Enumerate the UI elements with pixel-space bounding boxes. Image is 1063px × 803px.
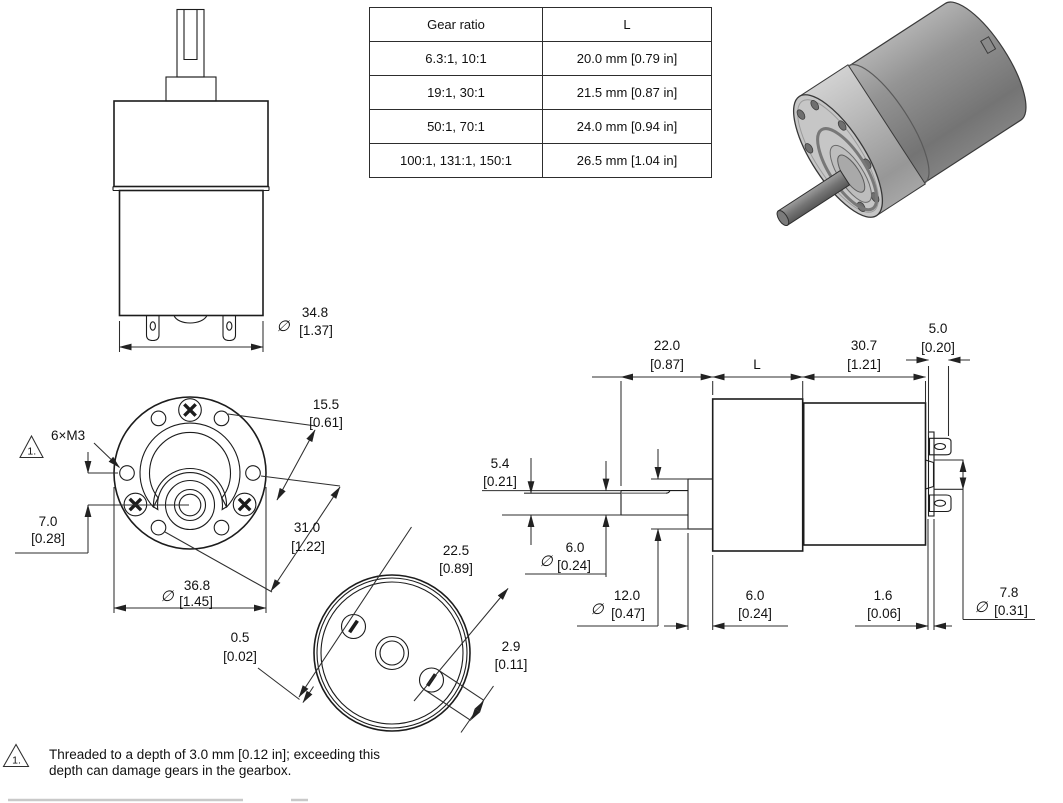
dim-dia12-0-symbol: ∅ bbox=[590, 601, 604, 618]
side-elevation-view: ∅ 34.8 [1.37] bbox=[112, 8, 333, 352]
cell-length: 20.0 mm [0.79 in] bbox=[542, 41, 712, 76]
dim-7-0-mm: 7.0 bbox=[39, 514, 58, 529]
dim-5-0-inch: [0.20] bbox=[921, 340, 955, 355]
dim-dia34-8-mm: 34.8 bbox=[302, 305, 328, 320]
table-row: 100:1, 131:1, 150:1 26.5 mm [1.04 in] bbox=[369, 143, 712, 178]
dim-dia6-0-mm: 6.0 bbox=[566, 540, 585, 555]
dim-22-5-inch: [0.89] bbox=[439, 561, 473, 576]
dim-dia36-8-symbol: ∅ bbox=[160, 588, 174, 605]
dim-30-7-mm: 30.7 bbox=[851, 338, 877, 353]
rear-screw-holes bbox=[340, 613, 445, 693]
dim-0-5-inch: [0.02] bbox=[223, 649, 257, 664]
cell-gear-ratio: 6.3:1, 10:1 bbox=[369, 41, 543, 76]
dim-dia7-8-symbol: ∅ bbox=[974, 599, 988, 616]
dim-6-0-mm: 6.0 bbox=[746, 588, 765, 603]
table-header-row: Gear ratio L bbox=[369, 7, 712, 42]
dim-5-4-mm: 5.4 bbox=[491, 456, 510, 471]
inner-crescent-groove bbox=[152, 467, 228, 511]
dim-31-0-inch: [1.22] bbox=[291, 539, 325, 554]
table-row: 6.3:1, 10:1 20.0 mm [0.79 in] bbox=[369, 41, 712, 76]
note1-flag-number: 1. bbox=[27, 446, 36, 458]
footnote-flag: 1. bbox=[2, 743, 30, 768]
rear-face-view: 22.5 [0.89] 0.5 [0.02] 2.9 [0.11] bbox=[223, 526, 528, 733]
dim-dia6-0-symbol: ∅ bbox=[539, 553, 553, 570]
terminal-tab-upper bbox=[928, 437, 952, 456]
col-header-L: L bbox=[542, 7, 712, 42]
dim-dia12-0-mm: 12.0 bbox=[614, 588, 640, 603]
footnote-triangle bbox=[2, 743, 30, 768]
dim-15-5-mm: 15.5 bbox=[313, 397, 339, 412]
motor-can-profile bbox=[802, 402, 927, 546]
case-screws bbox=[123, 398, 257, 517]
rear-face-outline bbox=[313, 574, 471, 732]
dim-30-7-inch: [1.21] bbox=[847, 357, 881, 372]
table-row: 19:1, 30:1 21.5 mm [0.87 in] bbox=[369, 75, 712, 110]
terminal-pin-right bbox=[222, 315, 237, 342]
note1-flag-triangle bbox=[19, 434, 44, 459]
dim-dia36-8-mm: 36.8 bbox=[184, 578, 210, 593]
col-header-gear-ratio: Gear ratio bbox=[369, 7, 543, 42]
shaft-boss-profile bbox=[687, 478, 714, 530]
dim-1-6-inch: [0.06] bbox=[867, 606, 901, 621]
cell-gear-ratio: 50:1, 70:1 bbox=[369, 109, 543, 144]
gearbox-outline bbox=[113, 100, 269, 188]
dim-22-0-inch: [0.87] bbox=[650, 357, 684, 372]
cell-length: 24.0 mm [0.94 in] bbox=[542, 109, 712, 144]
shaft-flat-lines bbox=[183, 9, 198, 61]
dim-1-6-mm: 1.6 bbox=[874, 588, 893, 603]
dim-5-4-inch: [0.21] bbox=[483, 474, 517, 489]
endcap-boss bbox=[924, 459, 935, 490]
output-shaft-profile bbox=[620, 490, 688, 516]
dim-6-0-inch: [0.24] bbox=[738, 606, 772, 621]
dim-dia7-8-mm: 7.8 bbox=[1000, 585, 1019, 600]
gearbox-face-view: 6×M3 1. 7.0 [0.28] 15.5 [0.61] 31.0 [1.2… bbox=[15, 396, 343, 613]
footnote-number: 1. bbox=[12, 755, 21, 767]
terminal-pin-left bbox=[145, 315, 160, 342]
motor-can-outline bbox=[118, 189, 264, 317]
footnote-text-line2: depth can damage gears in the gearbox. bbox=[49, 763, 292, 778]
motor-3d-render bbox=[776, 1, 1027, 227]
footnote-text-line1: Threaded to a depth of 3.0 mm [0.12 in];… bbox=[49, 747, 380, 762]
table-row: 50:1, 70:1 24.0 mm [0.94 in] bbox=[369, 109, 712, 144]
cell-length: 26.5 mm [1.04 in] bbox=[542, 143, 712, 178]
dim-15-5-inch: [0.61] bbox=[309, 415, 343, 430]
side-profile-view: 22.0 [0.87] L 30.7 [1.21] 5.0 [0.20] 5.4… bbox=[482, 321, 1035, 630]
dim-0-5-mm: 0.5 bbox=[231, 630, 250, 645]
render-shaft-tip bbox=[776, 210, 790, 227]
dim-22-5-mm: 22.5 bbox=[443, 543, 469, 558]
cell-gear-ratio: 19:1, 30:1 bbox=[369, 75, 543, 110]
endcap-boss-profile bbox=[173, 315, 208, 324]
terminal-tab-lower bbox=[928, 494, 952, 513]
gearbox-profile bbox=[711, 398, 804, 552]
cell-length: 21.5 mm [0.87 in] bbox=[542, 75, 712, 110]
thread-callout: 6×M3 bbox=[51, 428, 85, 443]
dim-dia34-8-inch: [1.37] bbox=[299, 323, 333, 338]
bearing-boss bbox=[165, 76, 217, 102]
dim-22-0-mm: 22.0 bbox=[654, 338, 680, 353]
dim-dia34-8-symbol: ∅ bbox=[276, 318, 290, 335]
render-motor-can bbox=[845, 1, 1027, 186]
mounting-holes bbox=[119, 410, 261, 536]
dim-dia6-0-inch: [0.24] bbox=[557, 558, 591, 573]
dim-7-0-inch: [0.28] bbox=[31, 531, 65, 546]
dim-31-0-mm: 31.0 bbox=[294, 520, 320, 535]
cell-gear-ratio: 100:1, 131:1, 150:1 bbox=[369, 143, 543, 178]
dim-5-0-mm: 5.0 bbox=[929, 321, 948, 336]
rear-center-hole bbox=[374, 635, 410, 671]
render-terminal-nub bbox=[980, 36, 997, 55]
dim-dia7-8-inch: [0.31] bbox=[994, 603, 1028, 618]
dim-dia12-0-inch: [0.47] bbox=[611, 606, 645, 621]
outer-crescent-groove bbox=[139, 422, 241, 509]
dim-2-9-mm: 2.9 bbox=[502, 639, 521, 654]
gear-ratio-table: Gear ratio L 6.3:1, 10:1 20.0 mm [0.79 i… bbox=[369, 7, 712, 178]
dim-2-9-inch: [0.11] bbox=[495, 657, 528, 672]
dim-dia36-8-inch: [1.45] bbox=[179, 594, 213, 609]
dim-L-label: L bbox=[753, 357, 761, 372]
